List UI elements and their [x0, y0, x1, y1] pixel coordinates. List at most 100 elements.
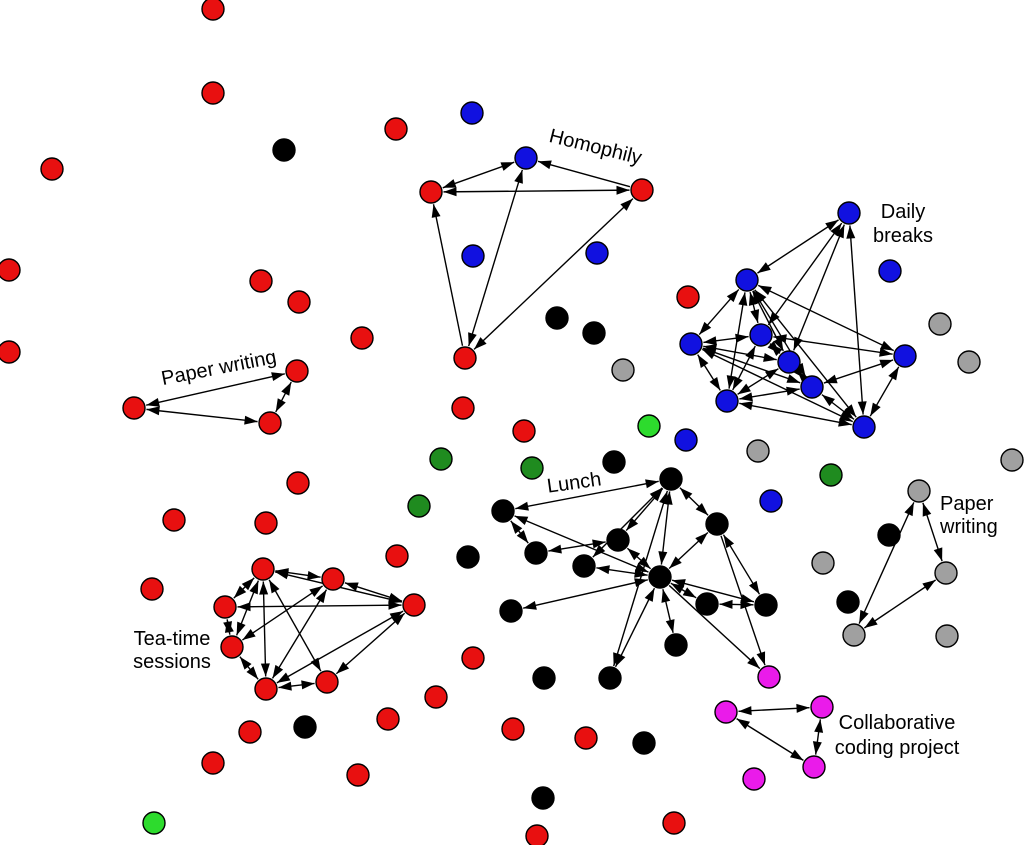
edge-T1-T4 [233, 577, 255, 599]
edge-line [702, 347, 801, 384]
edge-L7-L12 [614, 587, 656, 668]
edge-L3-L9 [722, 534, 761, 595]
node-black-L2 [491, 499, 515, 523]
arrowhead [442, 179, 457, 188]
edge-T1-T6 [259, 581, 270, 677]
node-black-L11 [664, 633, 688, 657]
arrowhead [726, 375, 736, 389]
node-gray-bg35 [935, 624, 959, 648]
edge-D2-D3 [698, 288, 740, 336]
edge-line [467, 169, 524, 347]
arrowhead [796, 703, 810, 713]
edge-line [614, 587, 656, 668]
edge-D4-D7 [773, 334, 893, 357]
node-red-T4 [213, 595, 237, 619]
cluster-label-paper-writing-left: Paper writing [159, 346, 278, 390]
edge-line [701, 348, 854, 423]
arrowhead [515, 501, 529, 511]
arrowhead [224, 619, 234, 633]
edge-line [858, 502, 915, 624]
arrowhead [758, 285, 772, 296]
arrowhead [732, 376, 743, 390]
node-blue-bg24 [674, 428, 698, 452]
arrowhead [841, 407, 855, 420]
node-blue-D3 [679, 332, 703, 356]
arrowhead [672, 579, 686, 588]
arrowhead [596, 565, 610, 575]
cluster-label-line: writing [939, 516, 998, 538]
arrowhead [538, 160, 552, 170]
edge-T6-T7 [278, 680, 315, 691]
arrowhead [272, 664, 284, 679]
arrowhead [864, 617, 878, 629]
edge-line [736, 718, 804, 761]
node-black-L4 [606, 528, 630, 552]
node-blue-D9 [852, 415, 876, 439]
arrowhead [388, 592, 403, 602]
edge-line [473, 198, 634, 350]
arrowhead [812, 741, 822, 755]
arrowhead [244, 415, 258, 425]
node-darkgreen-bg30 [819, 463, 843, 487]
arrowhead [658, 551, 668, 565]
node-black-L3 [705, 512, 729, 536]
arrowhead [922, 502, 932, 517]
node-red-bg51 [501, 717, 525, 741]
edge-L1-L3 [679, 487, 709, 516]
node-black-bg54 [531, 786, 555, 810]
arrowhead [523, 600, 537, 610]
edge-line [443, 189, 630, 193]
edge-L6-L7 [596, 565, 648, 578]
node-black-bg44 [293, 715, 317, 739]
node-gray-PR2 [934, 561, 958, 585]
cluster-label-line: breaks [873, 225, 933, 247]
arrowhead [814, 719, 824, 733]
arrowhead [702, 349, 716, 360]
arrowhead [786, 374, 801, 383]
arrowhead [669, 556, 682, 569]
node-blue-H1 [514, 146, 538, 170]
node-blue-D2 [735, 268, 759, 292]
arrowhead [888, 366, 899, 381]
arrowhead [246, 666, 259, 680]
node-gray-bg25 [1000, 448, 1024, 472]
arrowhead [825, 219, 839, 231]
arrowhead [830, 223, 842, 237]
arrowhead [474, 337, 487, 350]
arrowhead [236, 621, 246, 636]
edge-D3-D9 [701, 348, 854, 423]
node-red-P2 [285, 359, 309, 383]
edge-line [668, 584, 761, 670]
node-gray-bg19 [957, 350, 981, 374]
edge-line [757, 219, 839, 274]
arrowhead [933, 547, 943, 562]
arrowhead [309, 585, 323, 597]
arrowhead [904, 502, 914, 517]
node-red-bg40 [385, 544, 409, 568]
node-blue-D8 [715, 389, 739, 413]
node-red-bg52 [574, 726, 598, 750]
arrowhead [763, 352, 777, 362]
node-red-bg50 [461, 646, 485, 670]
arrowhead [310, 657, 321, 672]
edge-line [271, 589, 328, 679]
edge-D1-D5 [793, 224, 845, 351]
node-red-bg2 [201, 81, 225, 105]
cluster-label-line: sessions [133, 651, 211, 673]
node-black-bg5 [272, 138, 296, 162]
edge-L7-L11 [661, 589, 675, 633]
node-green-bg23 [637, 414, 661, 438]
arrowhead [857, 401, 867, 415]
edge-line [754, 289, 857, 418]
node-red-P1 [122, 396, 146, 420]
node-red-T6 [254, 677, 278, 701]
node-darkgreen-bg36 [407, 494, 431, 518]
arrowhead [620, 198, 633, 211]
node-red-bg43 [238, 720, 262, 744]
arrowhead [679, 487, 693, 501]
arrowhead [649, 487, 663, 501]
